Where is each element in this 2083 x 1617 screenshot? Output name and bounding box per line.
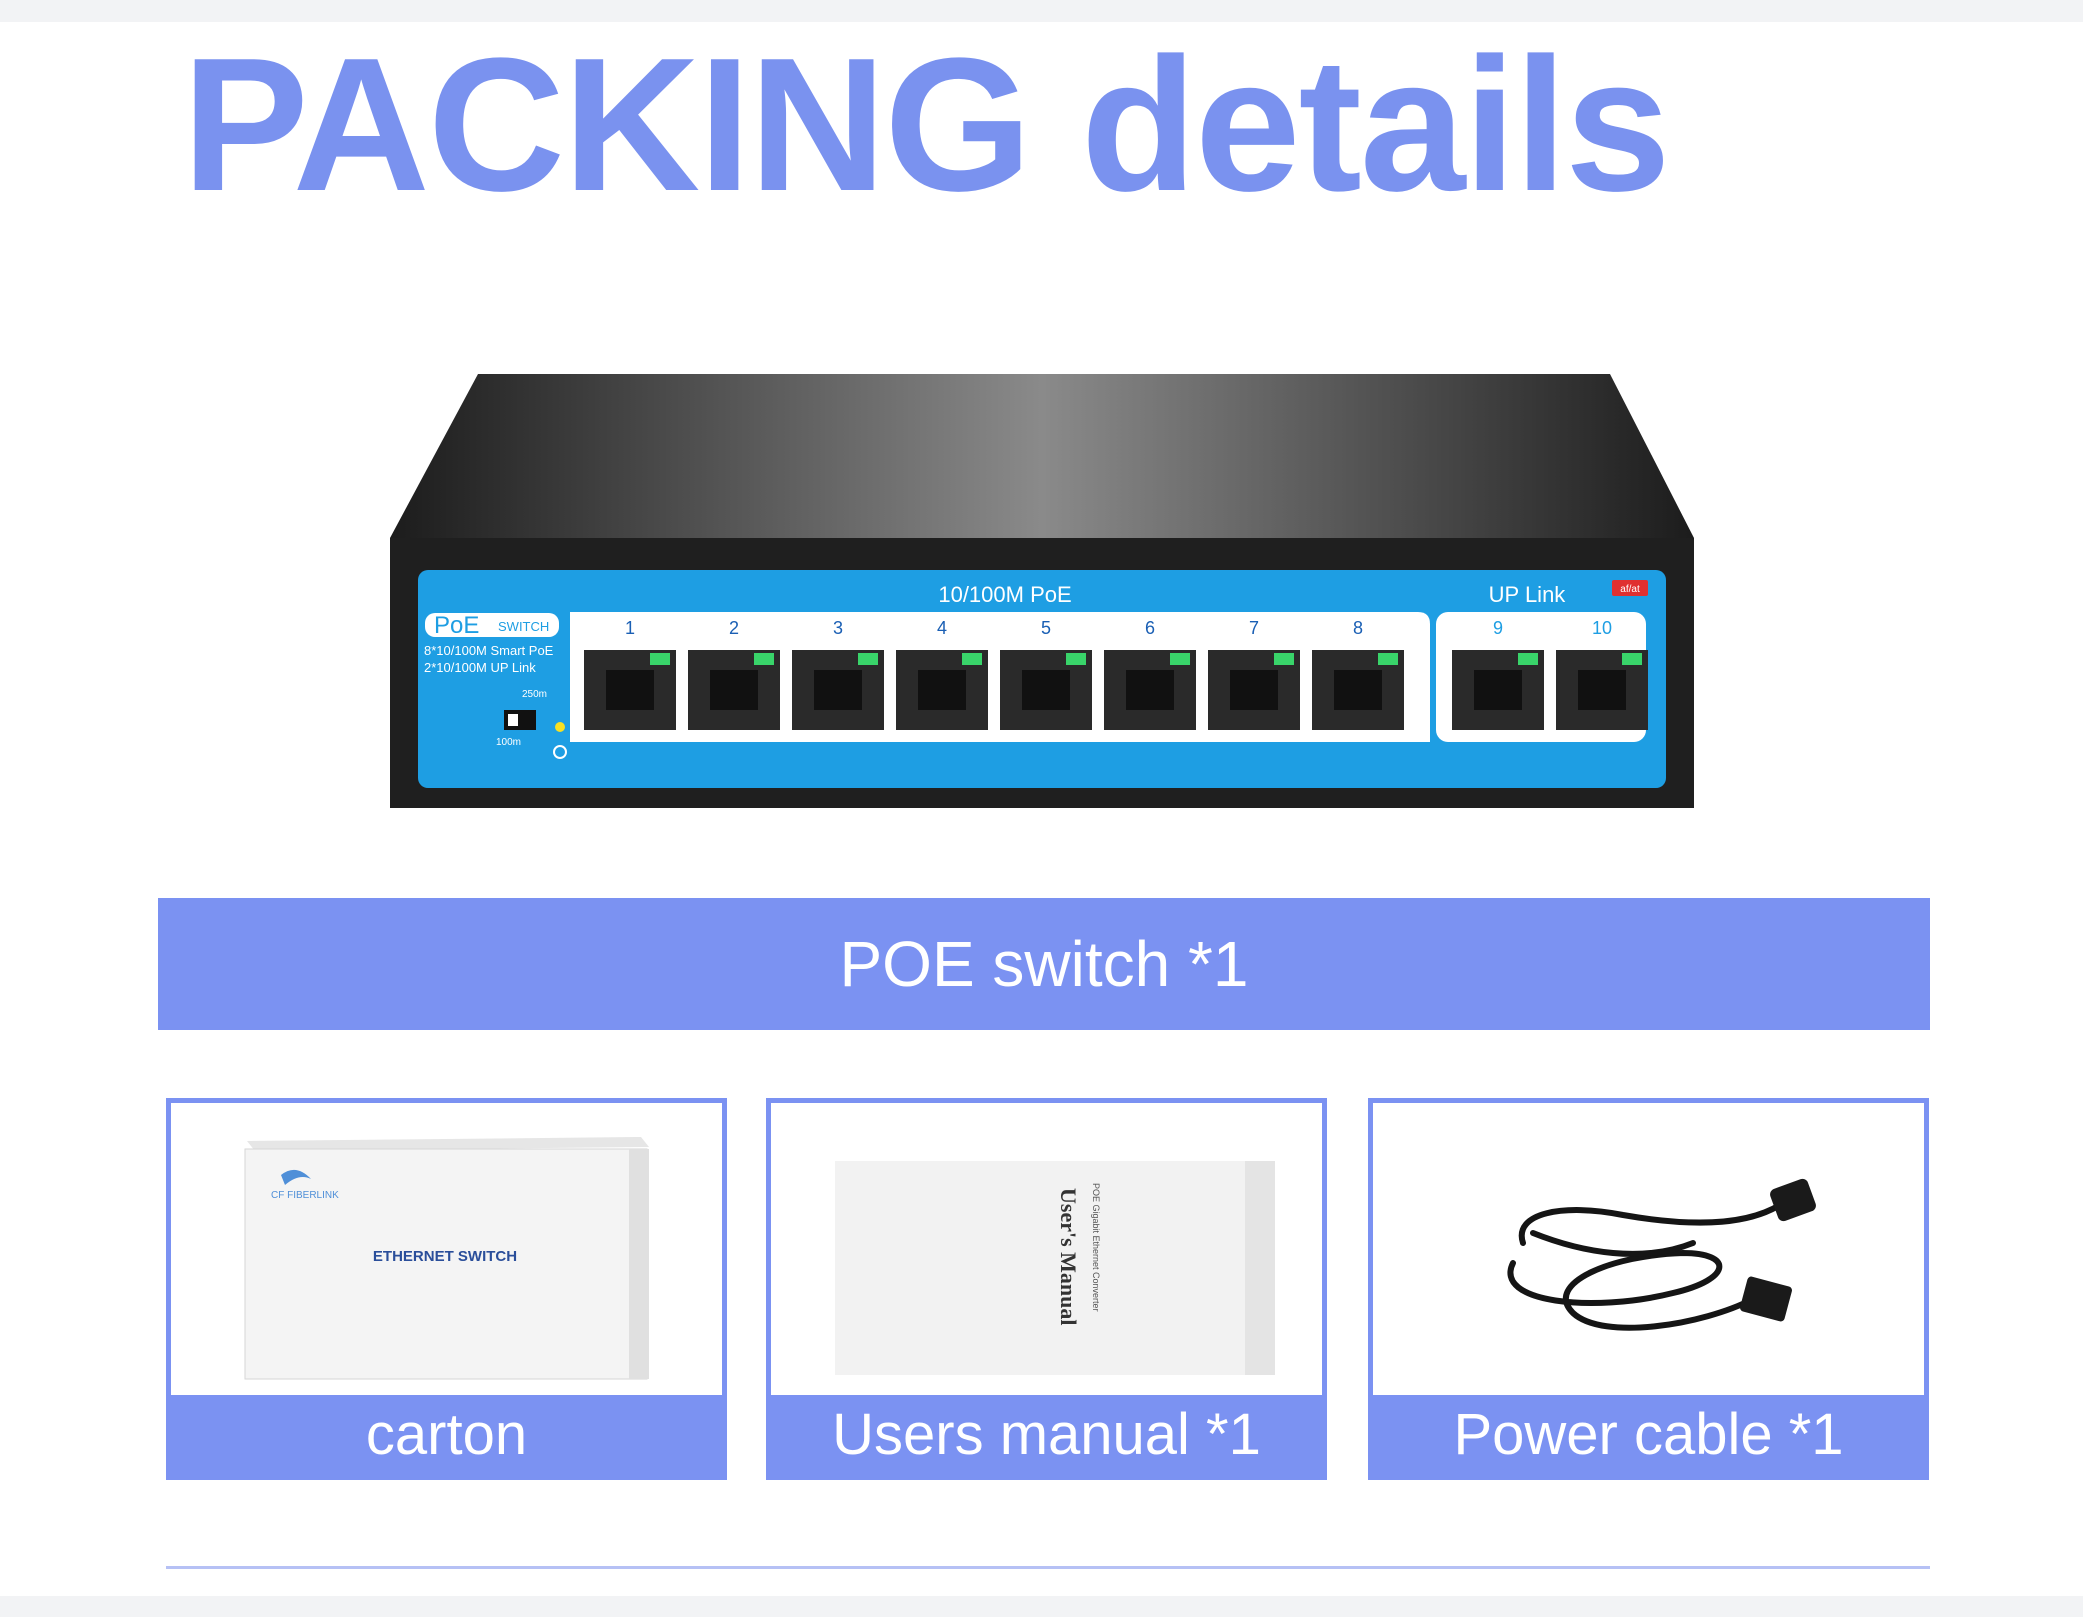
manual-title: User's Manual [1056,1188,1081,1326]
cert-text: af/at [1620,584,1640,595]
port-led-1 [650,653,670,665]
port-number-5: 5 [1041,618,1051,638]
cert-badge [1612,580,1648,596]
uplink-section-label: UP Link [1489,582,1567,607]
manual-image: User's Manual POE Gigabit Ethernet Conve… [835,1161,1275,1375]
port-number-3: 3 [833,618,843,638]
port-led-6 [1170,653,1190,665]
port-led-2 [754,653,774,665]
power-cable-image [1507,1178,1816,1331]
carton-image: CF FIBERLINK ETHERNET SWITCH [244,1137,649,1380]
plug-end [1770,1178,1816,1222]
port-row: 1 2 3 4 5 6 7 8 9 10 [584,618,1648,730]
port-led-3 [858,653,878,665]
carton-card: CF FIBERLINK ETHERNET SWITCH carton [166,1098,727,1480]
port-number-7: 7 [1249,618,1259,638]
iec-connector [1740,1276,1792,1322]
poe-switch-banner: POE switch *1 [158,898,1930,1030]
poe-badge [425,613,559,637]
box-brand: CF FIBERLINK [271,1190,339,1201]
port-number-6: 6 [1145,618,1155,638]
switch-top-cover [390,374,1694,538]
poe-switch-image: 10/100M PoE UP Link af/at PoE SWITCH 8*1… [390,374,1694,808]
top-strip [0,0,2083,22]
power-led [555,722,565,732]
manual-caption: Users manual *1 [771,1395,1322,1475]
poe-section-label: 10/100M PoE [938,582,1071,607]
switch-label-top: 250m [522,689,547,700]
port-led-8 [1378,653,1398,665]
switch-label-bottom: 100m [496,737,521,748]
port-number-2: 2 [729,618,739,638]
port-led-9 [1518,653,1538,665]
bottom-divider [166,1566,1930,1569]
port-number-4: 4 [937,618,947,638]
poe-badge-brand: PoE [434,612,479,639]
port-led-4 [962,653,982,665]
port-number-1: 1 [625,618,635,638]
power-icon [553,745,567,759]
brand-logo [281,1169,311,1185]
power-cable-caption: Power cable *1 [1373,1395,1924,1475]
manual-card: User's Manual POE Gigabit Ethernet Conve… [766,1098,1327,1480]
page-title: PACKING details [182,19,1671,231]
port-number-8: 8 [1353,618,1363,638]
port-led-5 [1066,653,1086,665]
power-cable-card: Power cable *1 [1368,1098,1929,1480]
carton-caption: carton [171,1395,722,1475]
box-text: ETHERNET SWITCH [373,1248,517,1265]
manual-subtitle: POE Gigabit Ethernet Converter [1091,1183,1101,1312]
port-number-9: 9 [1493,618,1503,638]
port-led-10 [1622,653,1642,665]
spec-line-2: 2*10/100M UP Link [424,660,536,675]
spec-line-1: 8*10/100M Smart PoE [424,643,554,658]
port-led-7 [1274,653,1294,665]
poe-badge-word: SWITCH [498,619,549,634]
bottom-strip [0,1596,2083,1617]
port-number-10: 10 [1592,618,1612,638]
